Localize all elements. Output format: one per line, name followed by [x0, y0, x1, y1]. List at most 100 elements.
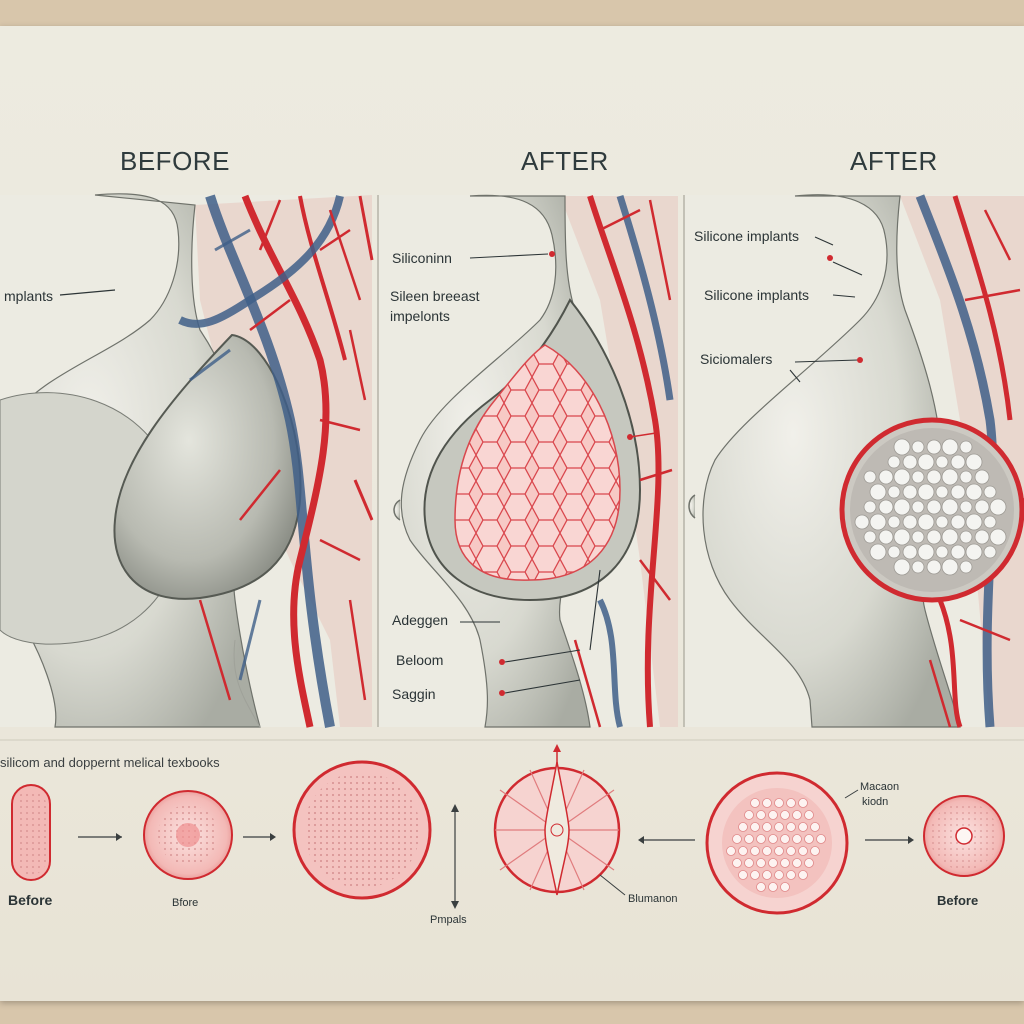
panel-after-1-body: [393, 194, 678, 728]
panel-before-body: [0, 193, 374, 728]
silicone-bead: [950, 484, 966, 500]
label-siliconinn: Siliconinn: [392, 250, 452, 266]
silicone-bead-cluster: [854, 438, 1007, 576]
silicone-bead: [926, 499, 942, 515]
silicone-bead: [926, 469, 942, 485]
tissue-cell: [798, 798, 808, 808]
silicone-bead: [911, 470, 925, 484]
heading-before: BEFORE: [120, 146, 230, 176]
tissue-cell: [738, 870, 748, 880]
silicone-bead: [950, 454, 966, 470]
silicone-bead: [959, 440, 973, 454]
tissue-cell: [804, 834, 814, 844]
bottom-stage-4-split-disc: [493, 744, 621, 896]
silicone-bead: [950, 514, 966, 530]
tissue-cell: [756, 810, 766, 820]
tissue-cell: [756, 882, 766, 892]
tissue-cell: [792, 834, 802, 844]
tissue-cell: [774, 822, 784, 832]
silicone-bead: [887, 485, 901, 499]
silicone-bead: [965, 513, 983, 531]
tissue-cell: [792, 858, 802, 868]
tissue-cell: [732, 858, 742, 868]
silicone-bead: [854, 514, 870, 530]
silicone-bead: [893, 438, 911, 456]
tissue-cell: [756, 834, 766, 844]
tissue-cell: [726, 846, 736, 856]
silicone-bead: [926, 439, 942, 455]
silicone-bead: [917, 543, 935, 561]
silicone-bead: [941, 498, 959, 516]
silicone-bead: [965, 453, 983, 471]
tissue-cell: [798, 870, 808, 880]
tissue-cell: [774, 870, 784, 880]
tissue-cell: [798, 822, 808, 832]
silicone-bead: [965, 483, 983, 501]
silicone-bead: [893, 468, 911, 486]
silicone-bead: [950, 544, 966, 560]
silicone-bead: [941, 558, 959, 576]
silicone-bead: [893, 528, 911, 546]
silicone-bead: [941, 528, 959, 546]
tissue-cell: [768, 858, 778, 868]
tissue-cell: [762, 822, 772, 832]
silicone-bead: [974, 499, 990, 515]
label-adeggen: Adeggen: [392, 612, 449, 628]
tissue-cell: [750, 870, 760, 880]
tissue-cell: [786, 846, 796, 856]
silicone-bead: [911, 440, 925, 454]
silicone-bead: [935, 455, 949, 469]
silicone-bead: [974, 469, 990, 485]
silicone-bead: [893, 558, 911, 576]
silicone-bead: [935, 515, 949, 529]
tissue-cell: [816, 834, 826, 844]
label-blumanon: Blumanon: [628, 893, 678, 905]
silicone-bead: [989, 528, 1007, 546]
tissue-cell: [774, 798, 784, 808]
silicone-bead: [911, 560, 925, 574]
silicone-bead: [959, 560, 973, 574]
tissue-cell: [810, 846, 820, 856]
silicone-bead: [989, 498, 1007, 516]
silicone-bead: [878, 529, 894, 545]
bottom-caption: silicom and doppernt melical texbooks: [0, 755, 220, 770]
label-kiodn: kiodn: [862, 796, 889, 808]
silicone-bead: [887, 455, 901, 469]
tissue-cell: [744, 858, 754, 868]
silicone-bead: [887, 545, 901, 559]
label-saggin: Saggin: [392, 686, 436, 702]
label-before-2: Before: [937, 893, 979, 908]
heading-after-2: AFTER: [850, 146, 938, 176]
silicone-bead: [893, 498, 911, 516]
silicone-bead: [902, 514, 918, 530]
label-bfore: Bfore: [172, 897, 199, 909]
tissue-cell: [780, 834, 790, 844]
silicone-bead: [902, 454, 918, 470]
tissue-cell: [750, 846, 760, 856]
tissue-cell: [762, 798, 772, 808]
silicone-bead: [983, 545, 997, 559]
tissue-cell: [756, 858, 766, 868]
label-before-1: Before: [8, 892, 53, 908]
label-silicone-implants-a: Silicone implants: [694, 228, 800, 244]
tissue-cell: [750, 822, 760, 832]
silicone-bead: [935, 545, 949, 559]
silicone-bead: [869, 543, 887, 561]
silicone-bead: [926, 559, 942, 575]
label-macaon: Macaon: [860, 781, 900, 793]
silicone-bead: [887, 515, 901, 529]
silicone-bead: [935, 485, 949, 499]
silicone-bead: [878, 469, 894, 485]
silicone-bead: [869, 513, 887, 531]
silicone-bead: [983, 485, 997, 499]
bottom-stage-1-capsule: [11, 784, 51, 881]
bottom-stage-3-disc: [292, 760, 432, 900]
silicone-bead: [974, 529, 990, 545]
tissue-cell: [762, 870, 772, 880]
silicone-bead: [965, 543, 983, 561]
label-beloom: Beloom: [396, 652, 444, 668]
silicone-bead: [878, 499, 894, 515]
bottom-stage-5-cell-disc: [705, 771, 849, 915]
